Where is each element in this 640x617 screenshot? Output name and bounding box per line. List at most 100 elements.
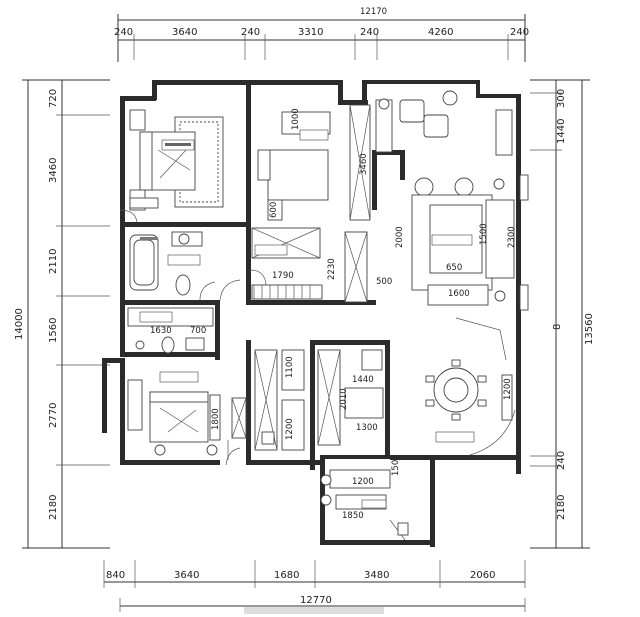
door-arc-2 [199,281,216,301]
right-seg-4: 240 [556,451,567,470]
right-seg-2: 1440 [556,119,567,144]
bathroom-upper [129,231,203,296]
room-label-dining [435,431,475,443]
right-total-dim: 13560 [584,313,595,345]
bed-cover-fold [157,149,191,179]
top-dimension-chain: 12170 240 3640 240 3310 240 4260 240 [114,7,529,62]
armchair-1 [399,99,425,123]
door-swing-dining [455,317,507,361]
bed-headboard [139,131,153,191]
left-seg-2: 3460 [48,158,59,183]
entry: 1200 150 1850 [320,460,409,541]
dim-1200: 1200 [285,418,295,440]
armchair-2 [423,114,449,138]
toilet-2 [161,336,175,354]
living-shelf [495,109,513,156]
dim-2000: 2000 [395,226,405,248]
bottom-seg-2: 3640 [174,570,199,581]
bottom-seg-3: 1680 [274,570,299,581]
round-side-table [442,90,458,106]
wardrobe-strip [129,197,159,209]
top-seg-7: 240 [510,27,529,38]
closet-rail [251,284,323,300]
room-label-entry [361,499,387,509]
sofa [485,199,515,279]
laundry-room: 1630 700 [127,307,214,354]
top-seg-3: 240 [241,27,260,38]
dim-1630: 1630 [150,326,172,336]
door-arc-4 [225,447,241,466]
island [344,387,384,419]
master-bedroom [129,109,224,211]
door-arc-3 [249,269,267,286]
sink-2 [185,337,205,351]
dim-150: 150 [391,460,401,476]
room-label-laundry [139,311,173,323]
dim-2010: 2010 [339,388,349,410]
toilet [175,274,191,296]
top-seg-2: 3640 [172,27,197,38]
entry-door-swing [389,519,406,541]
dim-700: 700 [190,326,206,336]
plant-pot [378,98,390,110]
walk-in-closet: 1790 2230 [251,227,368,303]
bottom-seg-5: 2060 [470,570,495,581]
room-label-living [431,234,473,246]
living-room: 2000 500 1500 650 1600 2300 750 750 [375,90,531,311]
tv-console [427,284,489,306]
left-total-dim: 14000 [14,308,25,340]
bottom-caption-bar [244,607,384,614]
doors [119,209,267,466]
dim-1600: 1600 [448,289,470,299]
dining-kitchen: 1440 2010 1300 [317,349,384,446]
dim-1250: 1200 [352,477,374,487]
dim-500: 500 [376,277,392,287]
top-seg-6: 4260 [428,27,453,38]
top-total-dim: 12170 [360,7,387,17]
nightstand-top [129,109,146,131]
bottom-seg-1: 840 [106,570,125,581]
left-dimension-chain: 14000 720 3460 2110 1560 2770 2180 [14,79,110,549]
dining-chair-b [454,177,474,197]
right-dimension-chain: 13560 300 1440 8 240 2180 [530,79,595,549]
dim-1790: 1790 [272,271,294,281]
right-seg-1: 300 [556,89,567,108]
dim-3460: 3460 [359,153,369,175]
right-seg-5: 2180 [556,495,567,520]
kitchen: 1100 1200 [254,349,305,451]
room-label-bathroom [167,254,201,266]
room-label-bedroom3 [159,371,199,383]
room-label-closet [254,244,288,256]
top-seg-5: 240 [360,27,379,38]
dim-1200-dining: 1200 [503,378,513,400]
left-seg-3: 2110 [48,249,59,274]
dim-1100: 1100 [285,356,295,378]
door-arc-1 [219,279,241,301]
single-bed [267,149,329,201]
top-seg-4: 3310 [298,27,323,38]
dim-1000: 1000 [291,108,301,130]
dim-1500: 1500 [479,223,489,245]
third-bedroom: 1800 [127,371,247,456]
dining-room: 1200 [425,317,516,456]
bottom-total-dim: 12770 [300,595,332,606]
dim-650: 650 [446,263,462,273]
dim-1800: 1800 [211,408,221,430]
bed2-side [257,149,271,181]
dining-chair-a [414,177,434,197]
bottom-dimension-chain: 840 3640 1680 3480 2060 12770 [103,560,526,614]
left-seg-1: 720 [48,89,59,108]
top-seg-1: 240 [114,27,133,38]
arc-wall [469,409,516,456]
bed2-nightstand [267,199,283,221]
bottom-seg-4: 3480 [364,570,389,581]
room-label-bedroom2 [299,129,329,141]
left-seg-5: 2770 [48,403,59,428]
left-seg-4: 1560 [48,318,59,343]
dim-1300: 1300 [356,423,378,433]
dim-1850: 1850 [342,511,364,521]
second-bedroom: 3460 600 1000 [257,104,371,221]
dim-2230: 2230 [327,258,337,280]
right-seg-3: 8 [552,324,563,330]
